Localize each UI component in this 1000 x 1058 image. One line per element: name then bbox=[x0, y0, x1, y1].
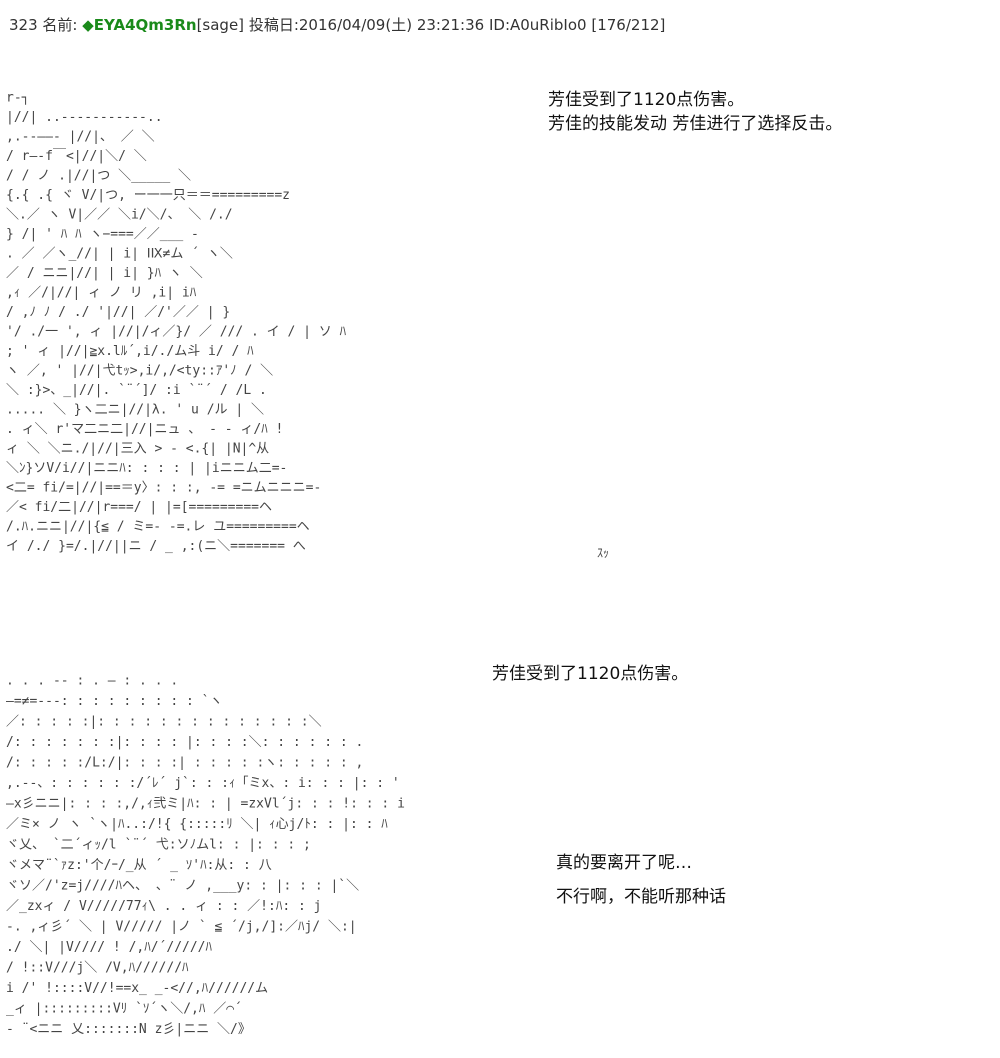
panel2-line-3: 不行啊，不能听那种话 bbox=[556, 887, 726, 907]
panel1-art-svg: r‐┐ |//| ..-‐-----‐‐--.. ,.-‐――- |//|、 ／… bbox=[6, 91, 347, 555]
panel2-art-line: ヾソ／/'z=j////ﾊヘ、 、¨ ノ ,___у: : |: : : |`＼ bbox=[6, 879, 359, 894]
panel2-dialogue-top: 芳佳受到了1120点伤害。 bbox=[492, 662, 688, 686]
panel2-art-line: ／ミ× ノ ヽ `ヽ|ﾊ..:/!{ {:::::ﾘ ＼| ｨ心j/ﾄ: : |… bbox=[6, 817, 388, 832]
panel2-art-line: / !::V///j＼ /V,ﾊ//////ﾊ bbox=[6, 961, 189, 976]
date-label: 投稿日: bbox=[248, 16, 299, 34]
name-label: 名前: bbox=[42, 16, 78, 34]
panel1-art-line: ィ ＼ ＼ニ./|//|三入 > - <.{| |N|^从 bbox=[6, 442, 269, 457]
panel1-art-line: / ,ﾉ ﾉ / ./ '|//| ／/'／／ | } bbox=[6, 305, 230, 320]
panel2-art-line: - ¨<ニニ 乂:::::::N z彡|ニニ ＼/》 bbox=[6, 1022, 251, 1037]
panel2-ascii-art: . . . -- : . ― : . . . ―=≠=-‐‐: : : : : … bbox=[6, 664, 476, 1054]
panel2-art-line: ／_zxィ / V/////77ｨ\ . . ィ : : ／!:ﾊ: : j bbox=[6, 899, 321, 914]
panel1-art-line: ,ｨ ／/|//| ィ ノ リ ,i| iﾊ bbox=[6, 286, 197, 301]
panel1-sfx: ｽｯ bbox=[597, 546, 610, 560]
panel1-art-line: ヽ ／, ' |//|弋tｯ>,i/,/<ty::ｱ'ﾉ / ＼ bbox=[6, 364, 273, 379]
panel1-art-line: / r―-f￣<|//|＼/ ＼ bbox=[6, 149, 147, 164]
panel2-line-2: 真的要离开了呢… bbox=[556, 853, 692, 873]
panel2-art-line: ／: : : : :|: : : : : : : : : : : : : :＼ bbox=[6, 715, 322, 730]
panel1-art-line: ／ / ニニ|//| | i| }ﾊ ヽ ＼ bbox=[6, 266, 203, 281]
post-date: 2016/04/09(土) 23:21:36 bbox=[298, 16, 485, 34]
panel2-art-svg: . . . -- : . ― : . . . ―=≠=-‐‐: : : : : … bbox=[6, 674, 405, 1038]
panel1-art-line: . ィ＼ r'マ二ニ二|//|ニュ 、 - - ィ/ﾊ ! bbox=[6, 422, 283, 437]
panel2-line-1: 芳佳受到了1120点伤害。 bbox=[492, 664, 689, 684]
panel1-art-line: ,.-‐――- |//|、 ／ ＼ bbox=[6, 130, 155, 145]
panel2-art-line: ./ ＼| |V//// ! /,ﾊ/´/////ﾊ bbox=[6, 940, 213, 955]
panel1-line-2: 芳佳的技能发动 芳佳进行了选择反击。 bbox=[548, 114, 843, 134]
panel1-dialogue: 芳佳受到了1120点伤害。 芳佳的技能发动 芳佳进行了选择反击。 bbox=[548, 88, 842, 136]
panel1-art-line: r‐┐ bbox=[6, 91, 29, 106]
panel1-art-line: . ／ ／ヽ_//| | i| ⅠⅨ≠ム ´ ヽ＼ bbox=[6, 247, 233, 262]
panel2-art-line: _ィ |:::::::::Vﾘ `ｿ´ヽ＼/,ﾊ ／⌒´ bbox=[6, 1002, 242, 1017]
panel1-art-line: / / ノ .|//|つ ＼_____ ＼ bbox=[6, 169, 191, 184]
panel2-art-line: ―=≠=-‐‐: : : : : : : : : `ヽ bbox=[6, 694, 223, 709]
panel2-art-line: i /' !::::V//!==x_ _-<//,ﾊ//////ム bbox=[6, 981, 268, 996]
panel2-art-line: ―x彡ニニ|: : : :,/,ｨ弐ミ|ﾊ: : | =zxVl´j: : : … bbox=[6, 797, 405, 812]
poster-name: ◆EYA4Qm3Rn bbox=[82, 16, 197, 34]
panel2-dialogue-bottom: 真的要离开了呢… 不行啊，不能听那种话 bbox=[556, 846, 726, 914]
panel1-art-line: ＼.／ ヽ V|／／ ＼i/＼/、 ＼ /./ bbox=[6, 208, 233, 223]
panel1-line-1: 芳佳受到了1120点伤害。 bbox=[548, 90, 745, 110]
panel1-art-line: } /| ' ﾊ ﾊ ヽ−===／／___ - bbox=[6, 227, 199, 242]
panel1-art-line: |//| ..-‐-----‐‐--.. bbox=[6, 110, 163, 125]
panel1-art-line: /.ﾊ.ニニ|//|{≦ / ミ=- -=.レ ユ=========ヘ bbox=[6, 520, 310, 535]
panel1-art-line: ／< fi/二|//|r===/ | |=[=========ヘ bbox=[6, 500, 272, 515]
panel2-art-line: ヾメマ¨`ｧz:'个/ｰ/_从 ´ _ ｿ'ﾊ:从: : 八 bbox=[6, 858, 272, 873]
panel1-art-line: イ /./ }=/.|//||ニ / _ ,:(ニ＼======= へ bbox=[6, 539, 306, 554]
panel1-art-line: '/ ./一 ', ィ |//|/ィ／}/ ／ /// . イ / | ソ ﾊ bbox=[6, 325, 347, 340]
post-header: 323 名前: ◆EYA4Qm3Rn[sage] 投稿日:2016/04/09(… bbox=[9, 14, 665, 35]
panel1-art-line: <二= fi/=|//|==＝y〉: : :, -= =ニムニニニ=- bbox=[6, 481, 321, 496]
panel1-art-line: ..... ＼ }ヽ二ニ|//|λ. ' u /ル | ＼ bbox=[6, 403, 264, 418]
panel2-art-line: . . . -- : . ― : . . . bbox=[6, 674, 178, 689]
panel2-art-line: /: : : : :/L:/|: : : :| : : : : :ヽ: : : … bbox=[6, 756, 363, 771]
post-number[interactable]: 323 bbox=[9, 16, 38, 34]
panel1-ascii-art: r‐┐ |//| ..-‐-----‐‐--.. ,.-‐――- |//|、 ／… bbox=[6, 82, 536, 562]
panel1-art-line: ＼ﾝ}ソV/i//|ニニﾊ: : : : | |iニニム二=- bbox=[6, 461, 287, 476]
panel1-art-line: ; ' ィ |//|≧x.lﾙ´,i/./ム斗 i/ / ﾊ bbox=[6, 344, 254, 359]
panel2-art-line: -. ,ィ彡´ ＼ | V///// |ノ ` ≦ ´/j,/]:／ﾊj/ ＼:… bbox=[6, 920, 357, 935]
panel2-art-line: /: : : : : : :|: : : : |: : : :＼: : : : … bbox=[6, 735, 363, 750]
panel2-art-line: ヾ乂、 `二´ィｯ/l `¨´ 弋:ソﾉムl: : |: : : ; bbox=[6, 838, 311, 853]
post-count: [176/212] bbox=[591, 16, 666, 34]
panel1-art-line: {.{ .{ ヾ V/|つ, ー一一只＝＝=========z bbox=[6, 188, 290, 203]
poster-id[interactable]: ID:A0uRibIo0 bbox=[488, 16, 587, 34]
panel2-art-line: ,.--、: : : : : :/´ﾚ´ j`: : :ｨ「ミx、: i: : … bbox=[6, 776, 400, 791]
poster-mail: [sage] bbox=[196, 16, 245, 34]
panel1-art-line: ＼ :}>、_|//|. `¨´]/ :i `¨´ / /L . bbox=[6, 383, 267, 398]
